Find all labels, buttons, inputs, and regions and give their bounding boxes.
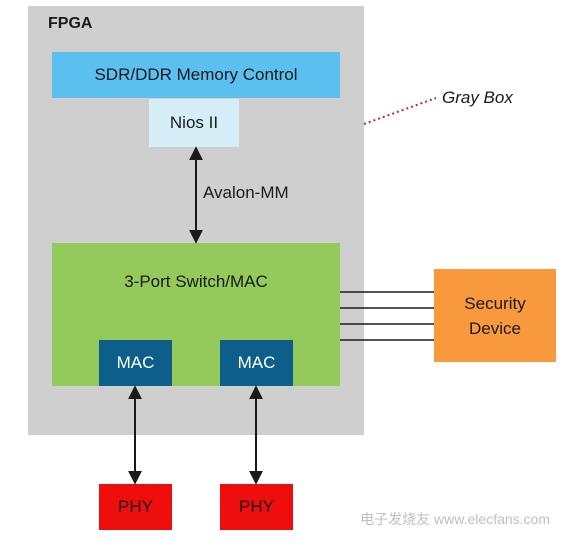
mac-block: MAC [99,340,172,386]
nios-label: Nios II [169,113,219,132]
fpga-label: FPGA [48,15,93,32]
security-device-label: Security Device [464,293,526,338]
gray-box-pointer [363,97,437,125]
phy-label: PHY [118,497,153,516]
phy-block: PHY [220,484,293,530]
phy-block: PHY [99,484,172,530]
mac-label: MAC [116,353,155,372]
gray-box-label: Gray Box [442,88,513,107]
watermark: 电子发烧友 www.elecfans.com [360,511,550,527]
memory-control-label: SDR/DDR Memory Control [94,65,298,84]
phy-label: PHY [239,497,274,516]
switch-mac-label: 3-Port Switch/MAC [124,272,268,291]
mac-block: MAC [220,340,293,386]
avalon-bus-label: Avalon-MM [203,183,289,202]
memory-control-block: SDR/DDR Memory Control [52,52,340,98]
security-device-block: Security Device [434,269,556,362]
mac-label: MAC [237,353,276,372]
nios-block: Nios II [149,99,239,147]
